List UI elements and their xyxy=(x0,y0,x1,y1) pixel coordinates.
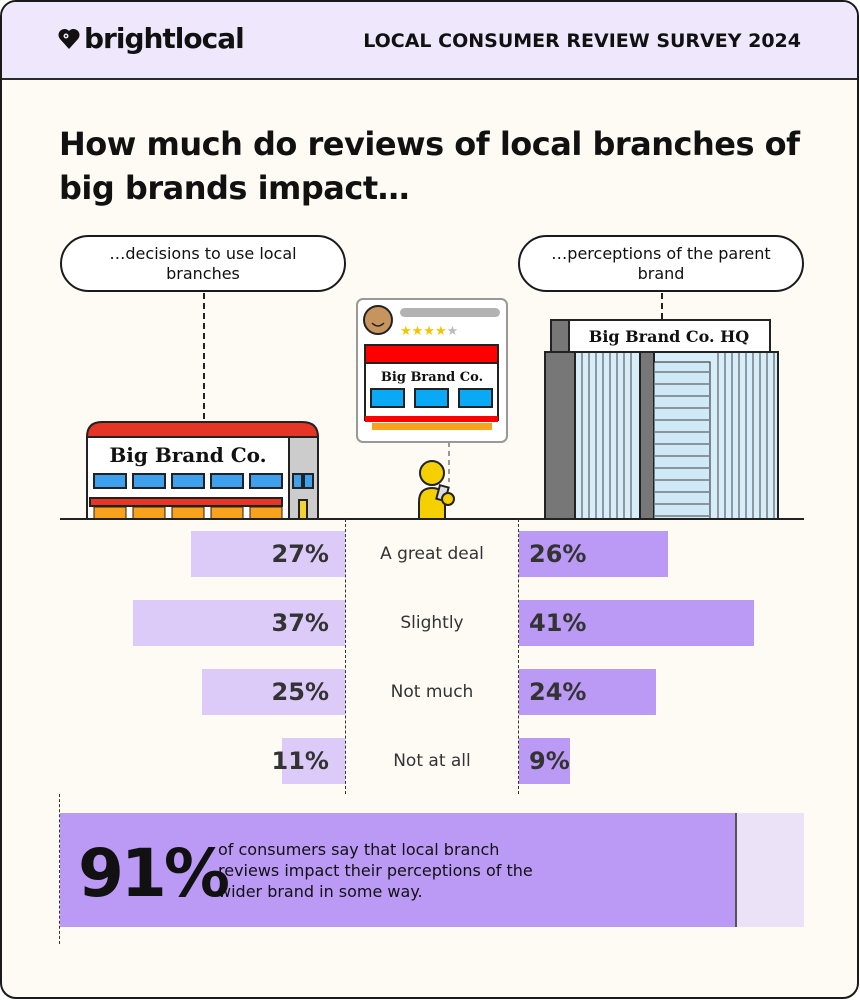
bar-left-3: 11% xyxy=(272,738,345,784)
illustration: Big Brand Co. ★★★★★ Big Brand Co. xyxy=(60,293,804,520)
callout-value: 91% xyxy=(78,835,230,912)
store-sign: Big Brand Co. xyxy=(109,443,266,467)
bar-left-0: 27% xyxy=(190,531,345,577)
bar-label: 11% xyxy=(271,747,329,775)
location-heart-icon xyxy=(58,28,80,49)
brightlocal-logo: brightlocal xyxy=(58,22,245,55)
page-title: How much do reviews of local branches of… xyxy=(59,125,800,207)
divider-left xyxy=(345,519,346,794)
bar-right-3: 9% xyxy=(519,738,571,784)
local-store-icon: Big Brand Co. xyxy=(85,421,320,520)
hq-sign: Big Brand Co. HQ xyxy=(589,327,749,346)
bar-label: 37% xyxy=(271,609,329,637)
bar-right-1: 41% xyxy=(519,600,754,646)
bar-left-2: 25% xyxy=(202,669,345,715)
logo-text: brightlocal xyxy=(84,22,245,55)
callout-fill-bar xyxy=(60,813,738,927)
review-sign: Big Brand Co. xyxy=(381,370,483,385)
bar-right-0: 26% xyxy=(519,531,668,577)
person-with-phone-icon xyxy=(418,460,455,520)
bar-right-2: 24% xyxy=(519,669,657,715)
category-label: Not at all xyxy=(393,751,471,771)
right-label-bubble: …perceptions of the parent brand xyxy=(518,235,804,292)
left-label-bubble: …decisions to use local branches xyxy=(60,235,346,292)
bar-label: 24% xyxy=(529,678,587,706)
bar-label: 9% xyxy=(529,747,570,775)
category-label: A great deal xyxy=(380,544,484,564)
review-card-icon: ★★★★★ Big Brand Co. xyxy=(356,298,508,443)
header: brightlocal LOCAL CONSUMER REVIEW SURVEY… xyxy=(2,2,857,80)
bar-label: 41% xyxy=(529,609,587,637)
category-label: Not much xyxy=(390,682,474,702)
review-stars: ★★★★★ xyxy=(400,324,458,339)
callout-text: of consumers say that local branch revie… xyxy=(218,840,533,901)
bar-label: 25% xyxy=(271,678,329,706)
bar-label: 27% xyxy=(271,540,329,568)
survey-title: LOCAL CONSUMER REVIEW SURVEY 2024 xyxy=(363,30,801,52)
bar-left-1: 37% xyxy=(133,600,345,646)
divider-callout xyxy=(59,794,60,944)
callout-box: 91% of consumers say that local branch r… xyxy=(60,813,804,927)
category-label: Slightly xyxy=(400,613,464,633)
bar-label: 26% xyxy=(529,540,587,568)
divider-right xyxy=(518,519,519,794)
hq-building-icon: Big Brand Co. HQ xyxy=(544,319,779,520)
